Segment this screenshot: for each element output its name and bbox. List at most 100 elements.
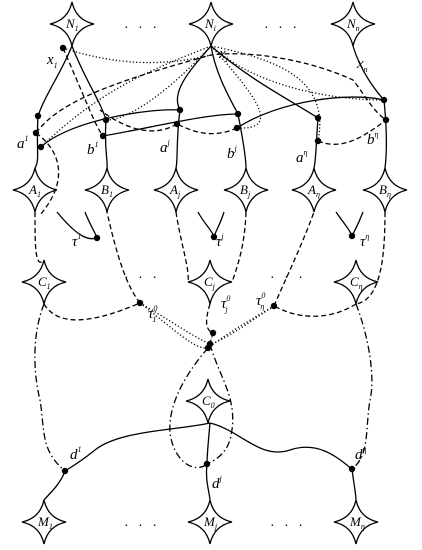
dashed-edge-12	[273, 303, 357, 317]
node-aj	[153, 167, 199, 213]
node-label-b1: B1	[101, 182, 113, 199]
node-label-n1: N1	[65, 16, 79, 33]
node-label-beta: Bη	[379, 182, 391, 199]
solid-edge-25	[43, 470, 66, 501]
label-aeta: aη	[296, 148, 308, 166]
dotted-edge-4	[105, 45, 212, 121]
node-label-ceta: Cη	[350, 274, 363, 291]
dotted-edge-6	[210, 45, 385, 101]
dot-aetab	[314, 137, 322, 145]
dashdot-edge-2	[351, 303, 373, 470]
label-a1: a1	[17, 134, 29, 152]
node-ni	[188, 1, 234, 47]
solid-edge-3	[175, 109, 181, 169]
dot-a1b	[32, 129, 40, 137]
dashed-edge-3	[99, 109, 178, 132]
node-a1	[12, 167, 58, 213]
solid-edge-7	[313, 117, 319, 169]
label-xn: xn	[356, 56, 368, 74]
node-label-c1: C1	[38, 274, 51, 291]
dot-aeta	[314, 114, 322, 122]
solid-edge-14	[37, 45, 73, 117]
dotted-edge-2	[210, 45, 321, 142]
edges	[34, 45, 388, 501]
node-mj	[187, 499, 233, 545]
dot-b1	[102, 116, 110, 124]
dotted-edge-1	[62, 47, 212, 64]
node-meta	[333, 499, 379, 545]
dot-d1	[61, 467, 69, 475]
dot-a1c	[37, 143, 45, 151]
solid-edge-6	[237, 113, 247, 169]
nodes	[12, 1, 408, 545]
dot-deta	[348, 465, 356, 473]
dashdot-edge-1	[34, 303, 66, 472]
node-ceta	[333, 259, 379, 305]
dot-ajb	[173, 120, 181, 128]
dashed-edge-2	[62, 47, 104, 137]
dashed-edge-1	[35, 53, 387, 134]
dot-tau1_0	[136, 299, 144, 307]
dot-x1	[59, 44, 67, 52]
node-label-meta: Mη	[349, 514, 365, 531]
dashed-edge-6	[34, 211, 45, 263]
ellipsis-6: · · ·	[270, 519, 306, 534]
node-beta	[362, 167, 408, 213]
dotted-edge-9	[207, 305, 275, 349]
label-beta: bη	[367, 130, 379, 148]
solid-edge-23	[205, 463, 211, 501]
node-nn	[330, 1, 376, 47]
node-label-a1: A1	[28, 182, 41, 199]
endpoint-dots	[32, 44, 390, 475]
dashed-edge-9	[175, 211, 189, 283]
label-x1: x1	[46, 52, 58, 70]
dashed-edge-4	[176, 123, 238, 135]
label-d1: d1	[70, 445, 82, 463]
label-taueta: τη	[360, 232, 369, 250]
solid-edge-22	[206, 422, 211, 465]
solid-edge-1	[34, 115, 39, 169]
solid-edge-12	[210, 45, 319, 119]
node-label-m1: M1	[37, 514, 53, 531]
label-b1: b1	[87, 140, 99, 158]
solid-edge-21	[351, 211, 364, 237]
node-label-cj: Cj	[204, 274, 216, 291]
solid-edge-26	[209, 422, 353, 470]
ellipsis-3: · · ·	[124, 271, 160, 286]
node-c1	[21, 259, 67, 305]
dashed-edge-10	[205, 303, 214, 334]
ellipsis-2: · · ·	[264, 21, 300, 36]
node-c0	[185, 378, 231, 424]
dotted-edge-10	[139, 302, 209, 349]
dashed-edge-13	[273, 211, 315, 307]
solid-edge-2	[40, 109, 181, 148]
label-tauj: τj	[216, 232, 224, 250]
solid-edge-4	[104, 119, 108, 169]
solid-edge-15	[71, 45, 107, 121]
node-bj	[223, 167, 269, 213]
label-deta: dη	[355, 445, 367, 463]
solid-edge-13	[352, 45, 385, 101]
dashdot-edge-3	[169, 347, 209, 469]
dot-bj	[234, 110, 242, 118]
node-label-aeta: Aη	[307, 182, 320, 199]
solid-edge-20	[335, 211, 353, 237]
node-m1	[21, 499, 67, 545]
node-label-bj: Bj	[240, 182, 251, 199]
label-tau1: τ1	[72, 232, 81, 250]
node-aeta	[291, 167, 337, 213]
dot-taueta_0	[270, 302, 278, 310]
dashed-edge-11	[231, 211, 247, 283]
dot-taueta	[348, 232, 356, 240]
label-xi: xi	[218, 46, 228, 64]
dot-tauj	[210, 233, 218, 241]
dashed-edge-7	[43, 302, 141, 321]
dot-dj	[203, 460, 211, 468]
node-label-c0: C0	[202, 393, 215, 410]
dot-tau1	[93, 234, 101, 242]
dashed-edge-8	[106, 211, 141, 304]
label-aj: aj	[160, 138, 171, 156]
solid-edge-10	[210, 45, 239, 115]
